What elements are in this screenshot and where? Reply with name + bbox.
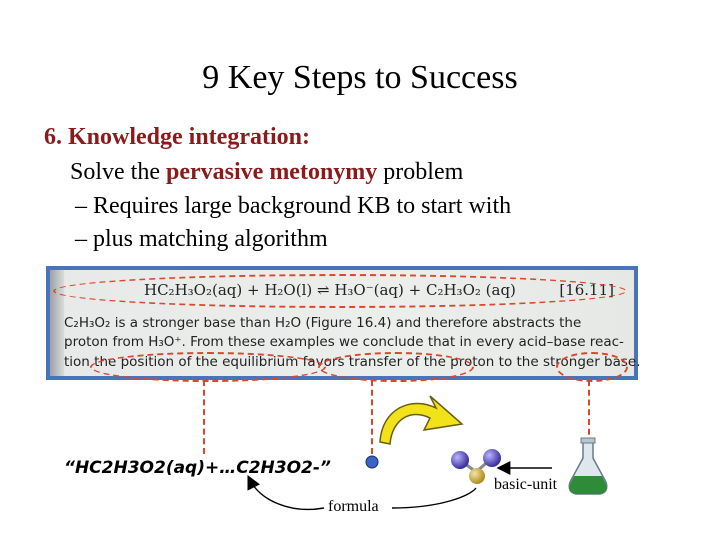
excerpt-line: proton from H₃O⁺. From these examples we… — [64, 334, 624, 350]
connector-transfer — [371, 380, 373, 454]
excerpt-line: C₂H₃O₂ is a stronger base than H₂O (Figu… — [64, 315, 582, 331]
metonymy-highlight: pervasive metonymy — [166, 159, 378, 185]
curved-arrow-icon — [379, 395, 464, 445]
connector-base — [588, 380, 590, 464]
blue-dot-icon — [365, 455, 379, 469]
problem-line: Solve the pervasive metonymy problem — [70, 157, 463, 187]
problem-prefix: Solve the — [70, 159, 166, 185]
slide-title: 9 Key Steps to Success — [202, 59, 518, 96]
basic-unit-label: basic-unit — [494, 476, 558, 493]
problem-suffix: problem — [377, 159, 464, 185]
book-spine-shadow — [50, 270, 64, 376]
bullet-kb: – Requires large background KB to start … — [75, 193, 512, 219]
ellipse-equation — [53, 274, 627, 308]
connector-formula — [203, 380, 205, 454]
step-heading: 6. Knowledge integration: — [44, 124, 310, 150]
molecule-icon — [451, 449, 501, 484]
formula-label: formula — [328, 498, 379, 515]
arrow-formula-to-string — [247, 474, 325, 511]
ellipse-base — [556, 352, 628, 382]
bullet-matching: – plus matching algorithm — [75, 226, 328, 252]
ellipse-transfer — [318, 352, 474, 382]
flask-icon — [568, 437, 608, 495]
formula-string: “HC2H3O2(aq)+…C2H3O2-” — [64, 458, 331, 478]
curve-formula-to-molecule — [391, 487, 477, 509]
